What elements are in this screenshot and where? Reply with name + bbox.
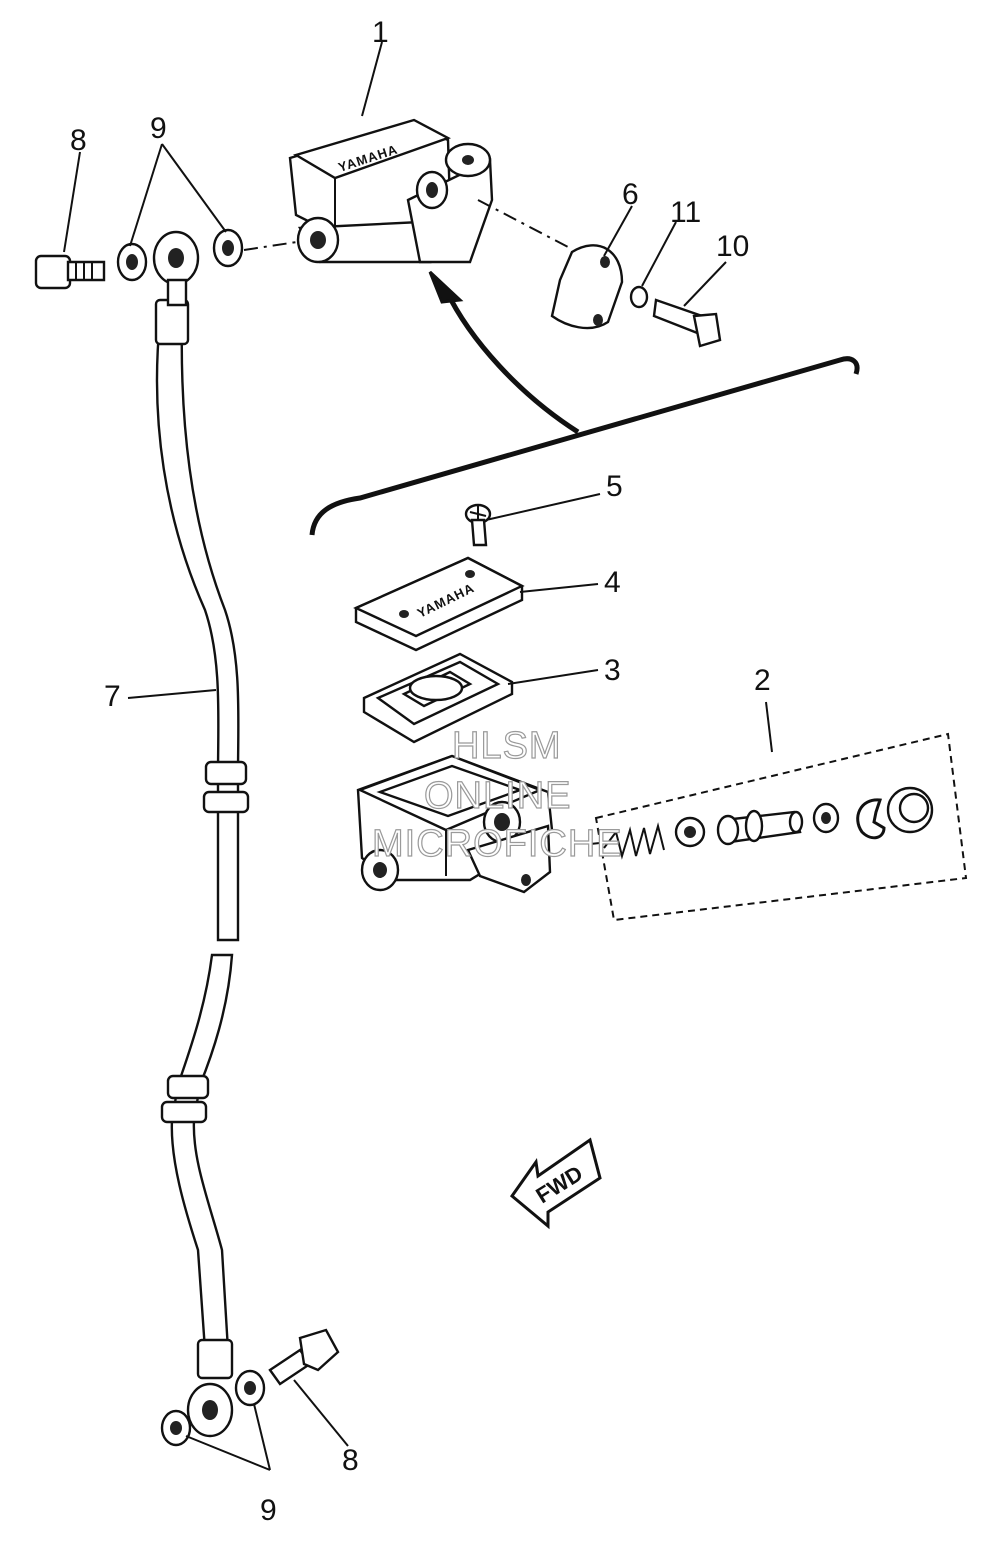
callout-8-top: 8	[70, 124, 87, 157]
union-bolt-bottom	[268, 1328, 340, 1386]
inset-pointer-arrowhead	[428, 270, 464, 304]
callout-6: 6	[622, 178, 639, 211]
brake-hose	[152, 230, 250, 1438]
callout-10: 10	[716, 230, 749, 263]
hose-grommet-3	[166, 1074, 210, 1100]
inset-bracket	[309, 356, 860, 536]
master-cylinder-body	[356, 754, 554, 894]
forward-direction-arrow: FWD	[509, 1137, 602, 1230]
callout-1: 1	[372, 16, 389, 49]
inset-pointer-arrow	[443, 288, 580, 435]
reservoir-screw	[464, 503, 492, 547]
reservoir-cap: YAMAHA	[353, 556, 525, 652]
lock-washer	[629, 285, 649, 309]
watermark-line-3: MICROFICHE	[372, 823, 623, 865]
callout-9-top: 9	[150, 112, 167, 145]
master-cylinder-assembly: YAMAHA	[288, 118, 494, 264]
hose-grommet-2	[202, 790, 250, 814]
callout-8-bottom: 8	[342, 1444, 359, 1477]
crush-washer-top-left	[116, 242, 148, 282]
hose-grommet-1	[204, 760, 248, 786]
master-cylinder-holder	[550, 244, 624, 330]
crush-washer-bottom-right	[234, 1369, 266, 1407]
watermark: HLSM ONLINE MICROFICHE	[371, 724, 623, 865]
callout-5: 5	[606, 470, 623, 503]
hose-fitting-top	[154, 298, 190, 346]
cylinder-kit-group	[589, 732, 968, 922]
hose-fitting-bottom	[196, 1338, 234, 1380]
leader-lines	[63, 41, 773, 1471]
callout-11: 11	[670, 196, 701, 229]
crush-washer-bottom-left	[160, 1409, 192, 1447]
union-bolt-top	[34, 254, 106, 290]
holder-bolt	[652, 298, 722, 348]
diaphragm-plate	[362, 652, 514, 744]
crush-washer-top-right	[212, 228, 244, 268]
callout-4: 4	[604, 566, 621, 599]
callout-numbers: 1 2 3 4 5 6 7 8 8 9 9 10 11	[70, 16, 771, 1527]
callout-7: 7	[104, 680, 121, 713]
hose-grommet-4	[160, 1100, 208, 1124]
watermark-line-1: HLSM	[452, 725, 562, 767]
callout-9-bottom: 9	[260, 1494, 277, 1527]
callout-2: 2	[754, 664, 771, 697]
watermark-line-2: ONLINE	[424, 775, 571, 817]
callout-3: 3	[604, 654, 621, 687]
